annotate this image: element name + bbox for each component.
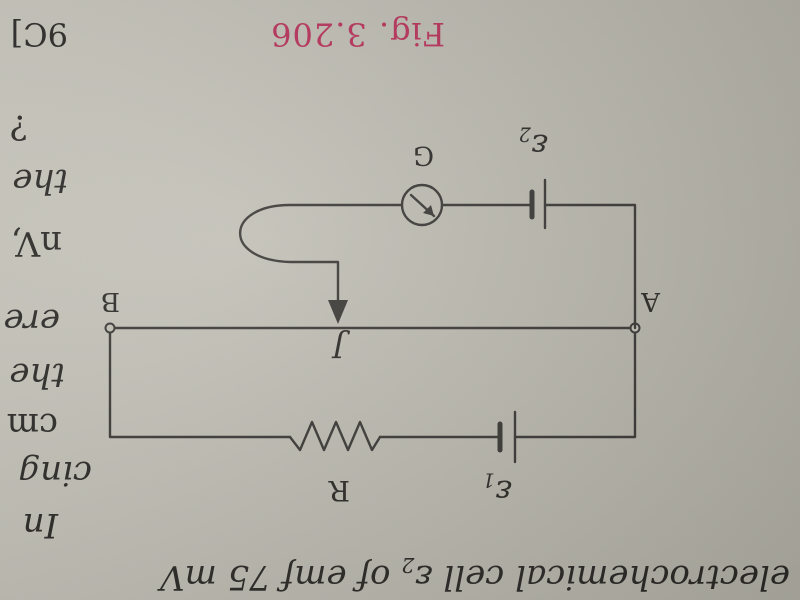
galvanometer-needle-head: [423, 205, 434, 216]
jockey-arrow: [328, 300, 348, 324]
label-g: G: [413, 140, 434, 170]
wire-resistor-to-right: [108, 326, 292, 439]
wire-galvanometer-to-jockey: [238, 203, 404, 302]
label-a: A: [641, 286, 660, 316]
terminal-b: [104, 322, 116, 334]
label-e1: ε1: [482, 468, 512, 511]
label-j: J: [332, 328, 345, 363]
label-b: B: [100, 286, 120, 316]
wire-left-loop: [513, 326, 637, 439]
wire-a-to-cell-e2: [543, 203, 637, 330]
label-e2: ε2: [518, 122, 548, 165]
resistor: [288, 420, 382, 452]
label-r: R: [328, 474, 350, 507]
